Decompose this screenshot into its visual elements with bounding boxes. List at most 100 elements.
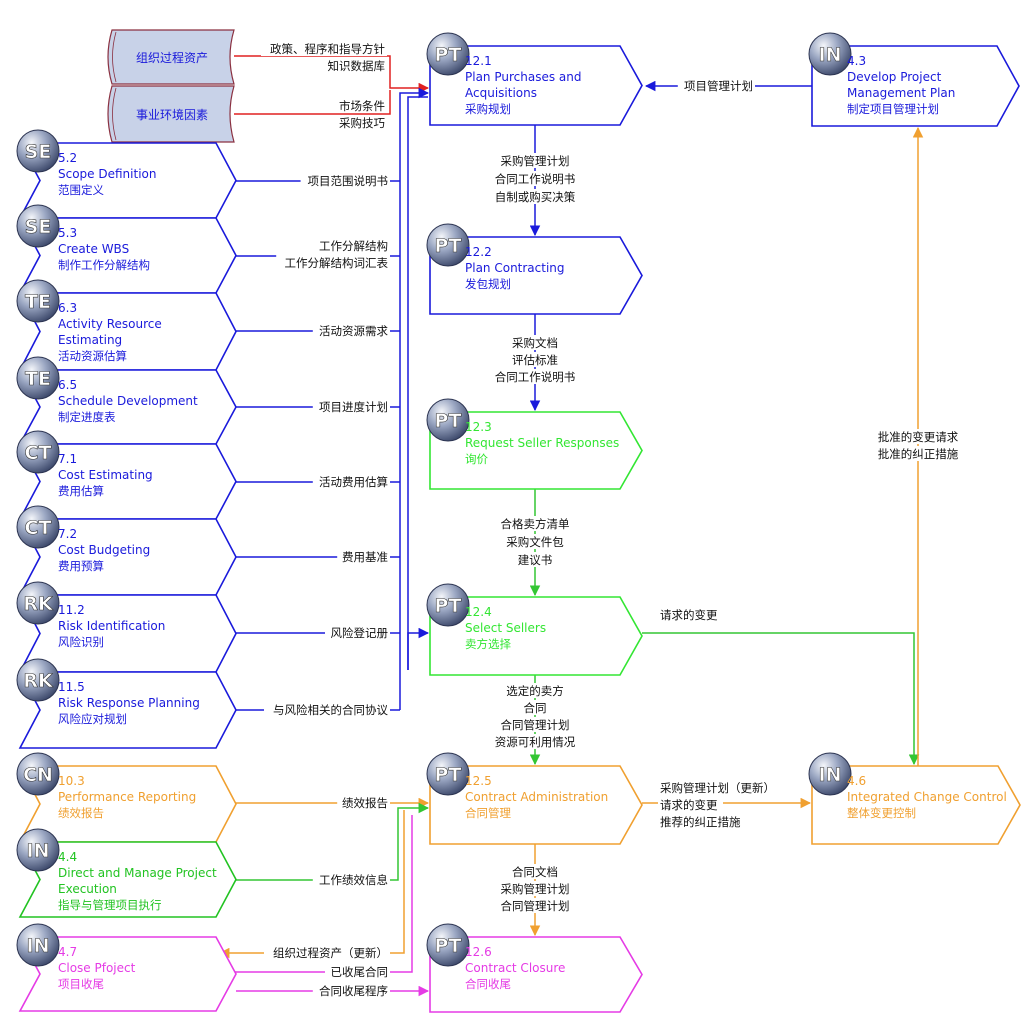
badge-label: TE bbox=[25, 291, 51, 313]
process-title: Integrated Change Control bbox=[847, 790, 1007, 804]
flow-label-line: 与风险相关的合同协议 bbox=[273, 703, 388, 717]
process-shape bbox=[18, 671, 237, 749]
flow-label-line: 知识数据库 bbox=[328, 59, 386, 73]
flow-label-126_47b: 已收尾合同 bbox=[325, 964, 390, 979]
flow-label-line: 合同 bbox=[524, 701, 547, 715]
badge-label: RK bbox=[23, 670, 54, 692]
process-title-cn: 活动资源估算 bbox=[58, 349, 127, 363]
badge-pt-icon: PT bbox=[426, 923, 470, 967]
process-title: Direct and Manage Project bbox=[58, 866, 217, 880]
process-title: Plan Purchases and bbox=[465, 70, 581, 84]
process-title-cn: 制定项目管理计划 bbox=[847, 102, 939, 116]
flow-label-line: 工作分解结构词汇表 bbox=[285, 256, 389, 270]
flow-label-te63: 活动资源需求 bbox=[312, 323, 390, 338]
process-number: 5.3 bbox=[58, 226, 77, 240]
badge-label: CN bbox=[23, 764, 53, 786]
process-title-cn: 指导与管理项目执行 bbox=[58, 898, 162, 912]
flow-label-line: 已收尾合同 bbox=[331, 965, 389, 979]
process-number: 12.3 bbox=[465, 420, 492, 434]
flow-label-line: 绩效报告 bbox=[342, 796, 388, 810]
badge-te-icon: TE bbox=[16, 356, 60, 400]
process-title-cn: 范围定义 bbox=[58, 183, 104, 197]
asset-label: 事业环境因素 bbox=[136, 107, 208, 122]
flow-label-line: 活动资源需求 bbox=[319, 324, 388, 338]
flow-label-line: 采购技巧 bbox=[339, 116, 385, 130]
flow-label-line: 市场条件 bbox=[339, 99, 385, 113]
badge-rk-icon: RK bbox=[16, 658, 60, 702]
process-number: 4.7 bbox=[58, 945, 77, 959]
flow-label-line: 费用基准 bbox=[342, 550, 388, 564]
badge-label: IN bbox=[819, 44, 842, 66]
badge-pt-icon: PT bbox=[426, 223, 470, 267]
process-title-cn: 合同收尾 bbox=[465, 977, 511, 991]
flow-label-rk112: 风险登记册 bbox=[325, 625, 390, 640]
process-number: 12.1 bbox=[465, 54, 492, 68]
flow-label-line: 采购文档 bbox=[512, 336, 558, 350]
flow-label-line: 选定的卖方 bbox=[506, 684, 564, 698]
process-title: Estimating bbox=[58, 333, 122, 347]
flow-label-rk115: 与风险相关的合同协议 bbox=[264, 702, 390, 717]
process-title: Scope Definition bbox=[58, 167, 156, 181]
connector-12-4-to-4-6 bbox=[642, 632, 920, 766]
process-number: 5.2 bbox=[58, 151, 77, 165]
process-shape bbox=[811, 45, 1020, 127]
connector-4-4-to-12-5 bbox=[236, 802, 430, 881]
badge-in-icon: IN bbox=[16, 923, 60, 967]
flow-label-line: 项目管理计划 bbox=[684, 79, 753, 93]
process-title-cn: 项目收尾 bbox=[58, 977, 104, 991]
process-number: 4.3 bbox=[847, 54, 866, 68]
process-title-cn: 费用预算 bbox=[58, 559, 104, 573]
badge-ct-icon: CT bbox=[16, 430, 60, 474]
badge-label: SE bbox=[25, 216, 52, 238]
process-number: 6.5 bbox=[58, 378, 77, 392]
flow-label-cn103: 绩效报告 bbox=[337, 795, 390, 810]
flow-label-line: 合格卖方清单 bbox=[501, 517, 570, 531]
process-title-cn: 风险识别 bbox=[58, 635, 104, 649]
flow-label-line: 资源可利用情况 bbox=[495, 735, 576, 749]
process-number: 4.6 bbox=[847, 774, 866, 788]
flow-label-in44: 工作绩效信息 bbox=[312, 872, 390, 887]
flow-label-line: 采购文件包 bbox=[506, 535, 564, 549]
flow-label-line: 采购管理计划 bbox=[501, 882, 570, 896]
badge-label: SE bbox=[25, 141, 52, 163]
process-title-cn: 询价 bbox=[465, 452, 488, 466]
process-number: 12.6 bbox=[465, 945, 492, 959]
flow-label-line: 合同文档 bbox=[512, 865, 558, 879]
flow-label-se52: 项目范围说明书 bbox=[300, 173, 390, 188]
connector-bus-to-12-4 bbox=[407, 627, 430, 670]
process-number: 11.5 bbox=[58, 680, 85, 694]
process-number: 10.3 bbox=[58, 774, 85, 788]
process-number: 12.4 bbox=[465, 605, 492, 619]
enterprise-env-factors-doc: 事业环境因素 bbox=[107, 85, 235, 143]
process-title: Develop Project bbox=[847, 70, 942, 84]
process-title: Performance Reporting bbox=[58, 790, 196, 804]
badge-pt-icon: PT bbox=[426, 398, 470, 442]
badge-label: IN bbox=[27, 935, 50, 957]
flow-label-line: 合同工作说明书 bbox=[495, 172, 576, 186]
flow-label-line: 工作分解结构 bbox=[319, 239, 388, 253]
flow-label-line: 活动费用估算 bbox=[319, 475, 388, 489]
badge-label: PT bbox=[435, 764, 462, 786]
badge-pt-icon: PT bbox=[426, 752, 470, 796]
process-shape bbox=[18, 936, 237, 1012]
flow-label-line: 项目范围说明书 bbox=[308, 174, 389, 188]
